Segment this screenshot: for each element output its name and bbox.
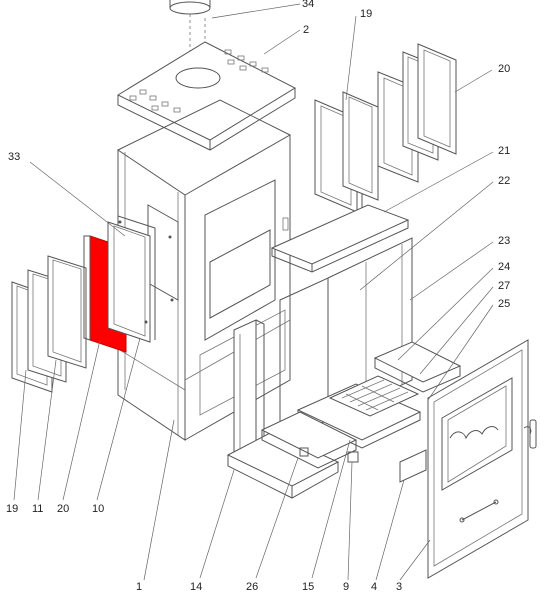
callout-20-top: 20 <box>498 63 510 75</box>
callout-11: 11 <box>32 503 43 515</box>
part-side-liner <box>233 319 265 456</box>
callout-9: 9 <box>343 581 349 593</box>
callout-2: 2 <box>303 24 309 36</box>
callout-22: 22 <box>498 175 510 187</box>
callout-27: 27 <box>498 280 510 292</box>
callout-labels: 34 2 19 20 33 21 22 23 24 27 25 19 11 20… <box>6 0 510 593</box>
part-bracket <box>299 447 359 463</box>
part-bottom-brick <box>260 411 358 469</box>
callout-19-top: 19 <box>360 8 372 20</box>
part-top-plate <box>116 41 297 151</box>
callout-23: 23 <box>498 235 510 247</box>
callout-1: 1 <box>136 581 142 593</box>
leader-lines <box>13 3 494 581</box>
part-glass-19-right <box>342 91 379 201</box>
callout-24: 24 <box>498 261 510 273</box>
callout-10: 10 <box>92 503 104 515</box>
part-door-frame-10-left <box>107 215 156 343</box>
part-glass-20-right <box>402 43 457 161</box>
part-glass-20-left <box>47 255 87 369</box>
callout-15: 15 <box>302 581 314 593</box>
part-front-door <box>427 339 537 579</box>
callout-14: 14 <box>190 581 202 593</box>
part-grate <box>328 375 420 417</box>
part-latch <box>399 449 427 483</box>
part-ash-pan <box>226 431 340 499</box>
callout-21: 21 <box>498 145 510 157</box>
part-grate-frame <box>373 341 462 393</box>
callout-25: 25 <box>498 298 510 310</box>
callout-34: 34 <box>302 0 314 10</box>
callout-19-bottom: 19 <box>6 503 18 515</box>
callout-20-bottom: 20 <box>57 503 69 515</box>
part-baffle-plate <box>270 204 410 273</box>
callout-33: 33 <box>8 151 20 163</box>
callout-26: 26 <box>246 581 258 593</box>
callout-4: 4 <box>371 581 377 593</box>
callout-3: 3 <box>396 581 402 593</box>
